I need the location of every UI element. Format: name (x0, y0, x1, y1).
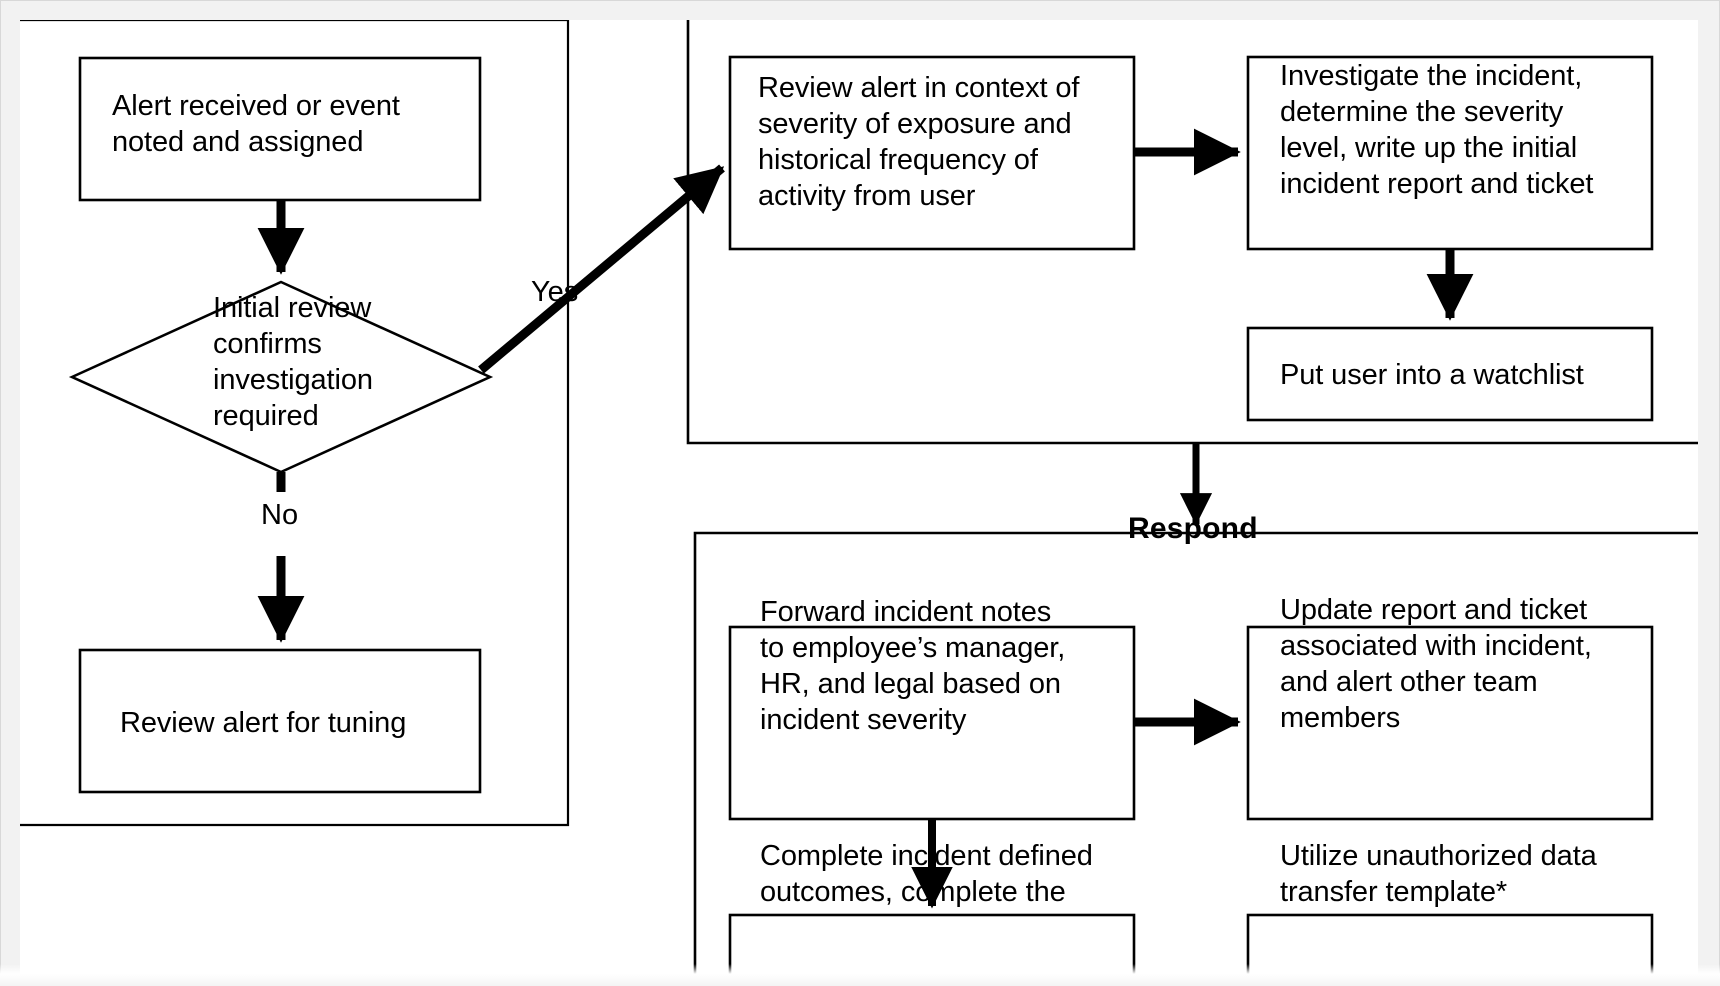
node-review-alert-tuning (78, 648, 482, 794)
node-label-complete-incident-outcomes: Complete incident defined outcomes, comp… (760, 840, 1093, 908)
investigate-panel (686, 0, 1720, 445)
node-utilize-transfer-template (1246, 913, 1654, 986)
node-label-put-user-watchlist: Put user into a watchlist (1280, 359, 1584, 391)
edge-label-no: No (261, 499, 299, 531)
edge-label-yes: Yes (531, 276, 579, 308)
edge-decision-yes (478, 164, 725, 374)
node-label-initial-review-decision: Initial review confirms investigation re… (213, 292, 373, 432)
node-put-user-watchlist (1246, 326, 1654, 422)
respond-panel (693, 531, 1720, 986)
node-label-investigate-incident: Investigate the incident, determine the … (1280, 60, 1594, 200)
node-label-update-report-ticket: Update report and ticket associated with… (1280, 594, 1592, 734)
respond-panel-title: Respond (1128, 512, 1258, 545)
node-label-review-alert-context: Review alert in context of severity of e… (758, 72, 1080, 212)
node-complete-incident-outcomes (728, 913, 1136, 986)
node-review-alert-context (728, 55, 1136, 251)
detect-panel (20, 18, 570, 827)
node-forward-incident-notes (728, 625, 1136, 821)
node-initial-review-decision (68, 280, 494, 474)
node-update-report-ticket (1246, 625, 1654, 821)
node-label-utilize-transfer-template: Utilize unauthorized data transfer templ… (1280, 840, 1597, 908)
node-label-forward-incident-notes: Forward incident notes to employee’s man… (760, 596, 1066, 736)
node-label-review-alert-tuning: Review alert for tuning (120, 707, 407, 739)
node-alert-received (78, 56, 482, 202)
node-label-alert-received: Alert received or event noted and assign… (112, 90, 400, 158)
